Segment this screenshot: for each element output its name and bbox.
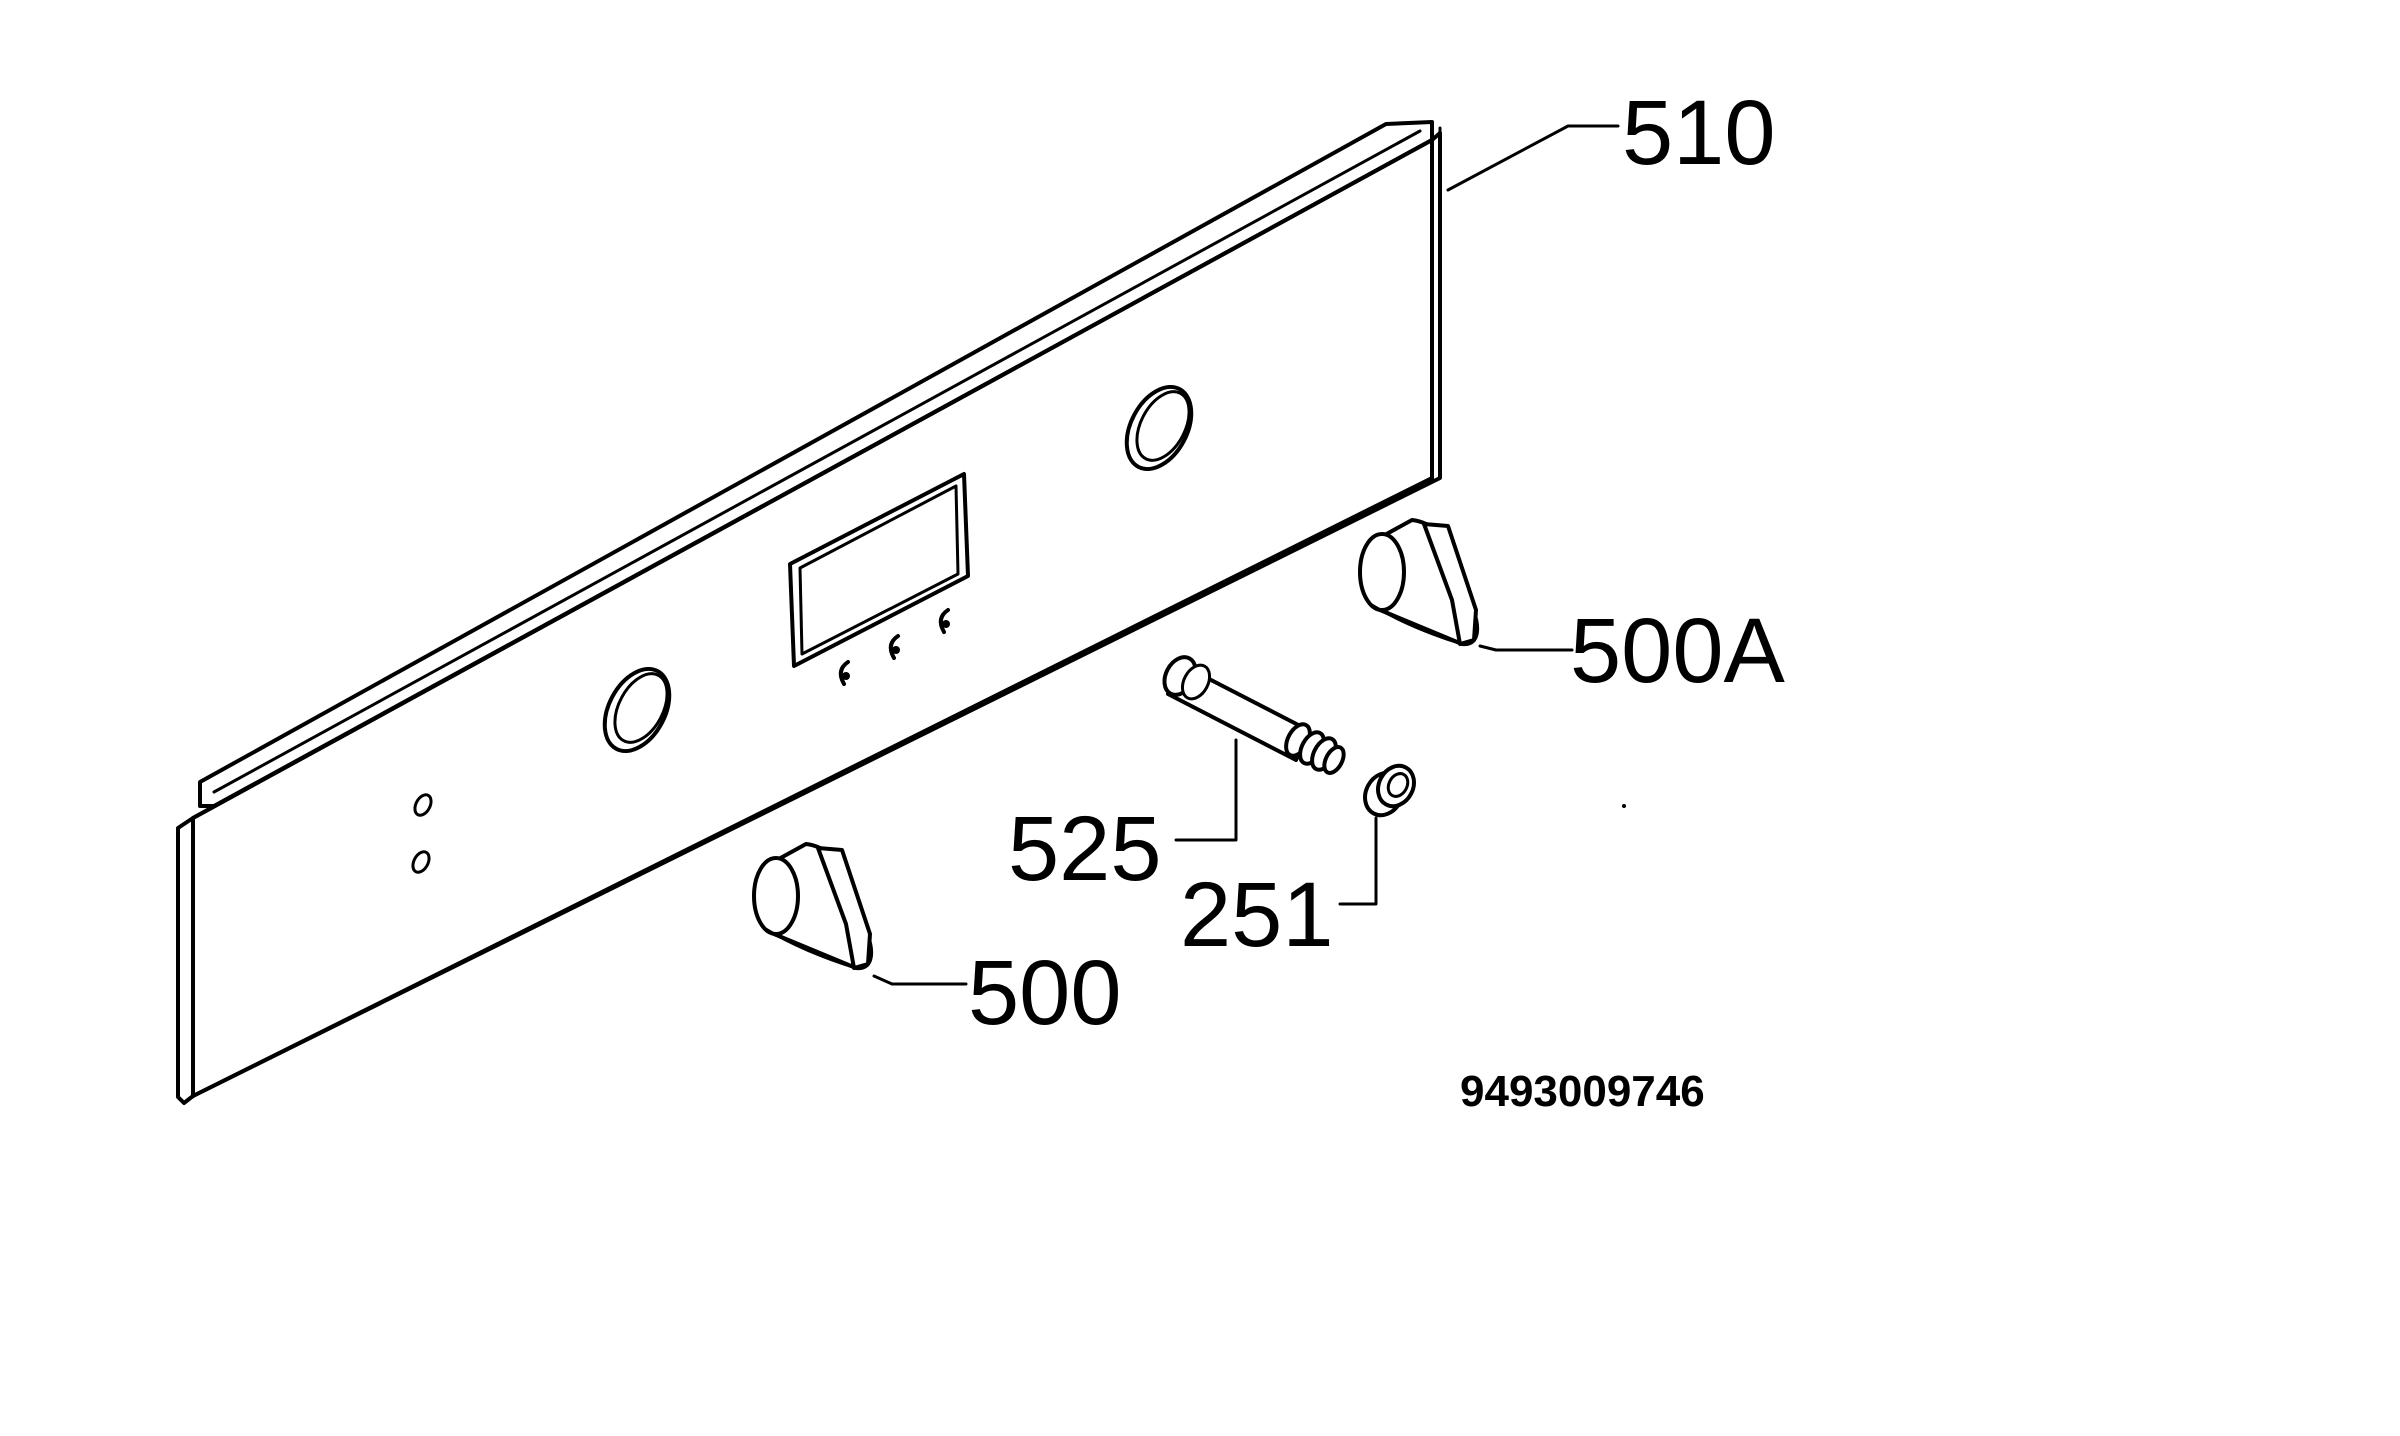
callout-251: 251 xyxy=(1180,864,1334,966)
document-number: 9493009746 xyxy=(1460,1067,1705,1116)
display-window-inner xyxy=(798,484,960,656)
shaft-end xyxy=(1322,745,1346,775)
callout-500: 500 xyxy=(968,942,1122,1044)
indicator-hole-lower xyxy=(411,850,431,874)
shaft xyxy=(1162,655,1346,775)
panel-button-2 xyxy=(888,634,900,660)
knob-hole-left-inner xyxy=(613,672,669,744)
leader-500 xyxy=(872,974,968,986)
leader-510 xyxy=(1446,124,1620,192)
knob-left-face xyxy=(752,856,800,936)
panel-front-top-edge xyxy=(191,138,1434,820)
callout-510: 510 xyxy=(1622,82,1776,184)
button-cap-inner xyxy=(1386,772,1410,798)
panel-button-1 xyxy=(838,660,850,686)
leader-525 xyxy=(1174,738,1238,842)
speck xyxy=(1622,804,1626,808)
panel-buttons xyxy=(838,608,950,686)
knob-right-skirt xyxy=(1368,602,1464,646)
leader-500A xyxy=(1478,644,1574,652)
knob-left-skirt xyxy=(762,926,858,970)
knob-right-face xyxy=(1358,532,1406,612)
knob-left xyxy=(752,842,874,971)
panel-bottom-edge xyxy=(191,476,1434,1098)
panel-button-3-dot xyxy=(942,620,950,628)
shaft-head-ring xyxy=(1180,663,1212,701)
panel-top-lip-inner xyxy=(212,129,1422,794)
push-button xyxy=(1363,763,1416,818)
knob-left-grip xyxy=(816,846,872,970)
panel-button-3 xyxy=(938,608,950,634)
knob-hole-right-inner xyxy=(1135,390,1191,462)
leader-251 xyxy=(1338,816,1378,906)
indicator-hole-upper xyxy=(413,793,433,817)
panel-button-1-dot xyxy=(842,672,850,680)
panel-button-2-dot xyxy=(892,646,900,654)
panel-left-edge xyxy=(176,816,195,1105)
callout-525: 525 xyxy=(1008,798,1162,900)
callout-500A: 500A xyxy=(1570,600,1785,702)
control-panel xyxy=(176,120,1442,1105)
knob-right-grip xyxy=(1422,522,1478,646)
knob-right xyxy=(1358,518,1480,647)
